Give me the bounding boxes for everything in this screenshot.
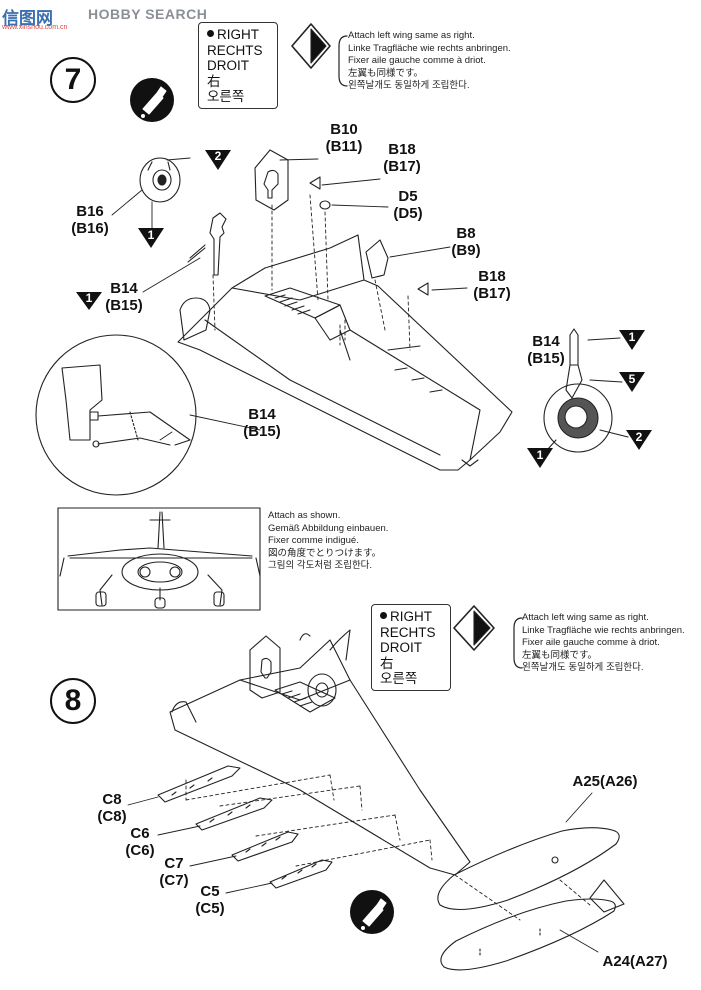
side-label-droit: DROIT xyxy=(380,640,422,655)
part-c7-rail xyxy=(231,831,299,862)
part-label-d5: D5(D5) xyxy=(393,188,423,222)
attach-note-de: Gemäß Abbildung einbauen. xyxy=(268,522,389,534)
wing-note-jp: 左翼も同様です。 xyxy=(348,67,424,79)
wing-step7 xyxy=(177,234,513,471)
wing-note-kr: 왼쪽날개도 동일하게 조립한다. xyxy=(348,80,470,91)
plane-front-view-box xyxy=(57,507,261,611)
side-label-box-step8: RIGHT RECHTS DROIT 右 오른쪽 xyxy=(371,604,451,691)
marker-tri-1a xyxy=(138,228,164,248)
attach-note-fr: Fixer comme indigué. xyxy=(268,535,359,546)
wing-note-step7: Attach left wing same as right. Linke Tr… xyxy=(348,30,511,93)
marker-number-1b: 1 xyxy=(85,291,93,305)
watermark-brand-cn: 信图网 xyxy=(2,9,53,28)
bullet-icon xyxy=(207,30,214,37)
side-label-jp: 右 xyxy=(380,655,394,671)
wheel-assembly-detail-step7 xyxy=(539,328,629,459)
part-b14-strut xyxy=(187,212,227,276)
step-number-8: 8 xyxy=(50,678,96,724)
side-label-jp: 右 xyxy=(207,73,221,89)
step-number-7: 7 xyxy=(50,57,96,103)
part-c6-rail xyxy=(195,797,273,831)
part-label-b18-top: B18(B17) xyxy=(383,141,421,175)
marker-tri-2b xyxy=(626,430,652,450)
marker-number-1c: 1 xyxy=(628,330,636,344)
wing-note-en: Attach left wing same as right. xyxy=(348,30,475,41)
part-label-a24: A24(A27) xyxy=(602,953,668,970)
side-label-droit: DROIT xyxy=(207,58,249,73)
attach-note-jp: 図の角度でとりつけます。 xyxy=(268,547,382,559)
marker-number-5: 5 xyxy=(628,372,636,386)
part-d5-cap xyxy=(319,200,331,210)
part-b10-plate xyxy=(254,149,289,211)
wing-note-step8: Attach left wing same as right. Linke Tr… xyxy=(522,612,685,675)
marker-tri-1b xyxy=(76,292,102,310)
cement-icon xyxy=(130,78,174,122)
wing-note-fr: Fixer aile gauche comme à driot. xyxy=(348,55,486,66)
marker-number-1d: 1 xyxy=(536,448,544,462)
part-label-b14-detail: B14(B15) xyxy=(243,406,281,440)
side-label-box-step7: RIGHT RECHTS DROIT 右 오른쪽 xyxy=(198,22,278,109)
side-label-rechts: RECHTS xyxy=(207,42,263,58)
marker-tri-2 xyxy=(205,150,231,170)
attach-note-kr: 그림의 각도처럼 조립한다. xyxy=(268,560,373,571)
bullet-icon xyxy=(380,612,387,619)
attach-note-step7: Attach as shown. Gemäß Abbildung einbaue… xyxy=(268,510,388,573)
part-label-b16: B16(B16) xyxy=(71,203,109,237)
wing-note-de: Linke Tragfläche wie rechts anbringen. xyxy=(348,42,511,54)
wing-step8 xyxy=(169,629,471,876)
part-label-c8: C8(C8) xyxy=(97,791,127,825)
detail-circle-step7 xyxy=(35,334,261,496)
side-label-right: RIGHT xyxy=(217,27,259,42)
wing-note-en: Attach left wing same as right. xyxy=(522,612,649,623)
wing-note-fr: Fixer aile gauche comme à driot. xyxy=(522,637,660,648)
part-b8-bracket xyxy=(365,239,389,279)
part-c5-rail xyxy=(269,859,333,889)
marker-tri-1d xyxy=(527,448,553,468)
watermark-brand-en: HOBBY SEARCH xyxy=(88,6,208,22)
part-label-b14-right: B14(B15) xyxy=(527,333,565,367)
part-label-b18-right: B18(B17) xyxy=(473,268,511,302)
part-label-c6: C6(C6) xyxy=(125,825,155,859)
part-c8-rail xyxy=(157,765,241,803)
part-label-a25: A25(A26) xyxy=(572,773,638,790)
cement-icon-step8 xyxy=(350,890,394,934)
wing-note-jp: 左翼も同様です。 xyxy=(522,649,598,661)
diamond-symbol-icon-step8 xyxy=(453,605,495,651)
part-label-b14-left: B14(B15) xyxy=(105,280,143,314)
marker-number-2: 2 xyxy=(214,149,222,163)
side-label-rechts: RECHTS xyxy=(380,624,436,640)
wing-note-de: Linke Tragfläche wie rechts anbringen. xyxy=(522,624,685,636)
diamond-symbol-icon xyxy=(291,23,331,69)
watermark-url: www.xinshou.com.cn xyxy=(2,24,68,31)
leader-lines-step8 xyxy=(127,792,599,953)
leader-lines-step7 xyxy=(111,157,468,441)
part-label-b8: B8(B9) xyxy=(451,225,481,259)
marker-tri-5 xyxy=(619,372,645,392)
side-label-right: RIGHT xyxy=(390,609,432,624)
marker-number-2b: 2 xyxy=(635,430,643,444)
attach-note-en: Attach as shown. xyxy=(268,510,341,521)
side-label-kr: 오른쪽 xyxy=(207,89,245,104)
watermark-header: 信图网 HOBBY SEARCH www.xinshou.com.cn xyxy=(2,2,232,31)
part-label-c5: C5(C5) xyxy=(195,883,225,917)
marker-tri-1c xyxy=(619,330,645,350)
part-b16-wheel xyxy=(139,157,181,203)
assembly-guides-step7 xyxy=(212,194,411,351)
side-label-kr: 오른쪽 xyxy=(380,671,418,686)
part-a25-tank-half xyxy=(437,827,620,910)
part-a24-tank-half xyxy=(440,879,625,971)
part-label-b10: B10(B11) xyxy=(325,121,363,155)
assembly-guides-step8 xyxy=(185,774,591,921)
part-label-c7: C7(C7) xyxy=(159,855,189,889)
wing-note-kr: 왼쪽날개도 동일하게 조립한다. xyxy=(522,662,644,673)
marker-number-1a: 1 xyxy=(147,228,155,242)
triangle-markers xyxy=(76,150,652,468)
